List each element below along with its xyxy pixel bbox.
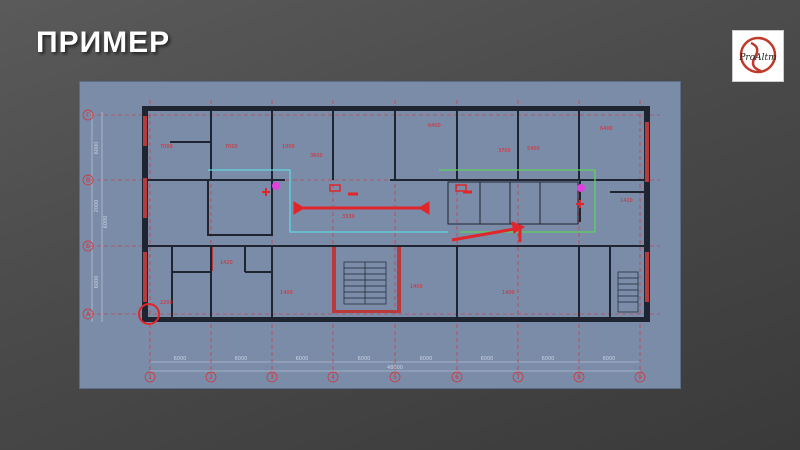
floor-plan: 7000 7000 1000 3600 6400 3700 5400 6400 …: [80, 82, 680, 388]
room-label: 1400: [280, 290, 293, 296]
dim-label: 6000: [420, 356, 433, 362]
dim-label: 6000: [296, 356, 309, 362]
room-label: 2200: [160, 300, 173, 306]
evacuation-arrows: [262, 184, 584, 242]
room-label: 5400: [527, 146, 540, 152]
axis-labels-columns: 1 2 3 4 5 6 7 8 9: [144, 371, 646, 383]
axis-label: А: [86, 311, 91, 318]
room-labels: 7000 7000 1000 3600 6400 3700 5400 6400 …: [160, 123, 633, 306]
dimension-texts: 6000 6000 6000 6000 6000 6000 6000 6000 …: [174, 356, 616, 371]
axis-label: В: [86, 177, 90, 184]
axis-label: 9: [638, 374, 642, 381]
sanitary-block: [447, 181, 579, 225]
stairs-center: [343, 261, 387, 305]
slide-title: ПРИМЕР: [36, 26, 171, 59]
dim-total: 48000: [387, 365, 403, 371]
axis-labels-rows: Г В Б А: [82, 109, 94, 320]
room-label: 6400: [428, 123, 441, 129]
axis-grid-rows: [90, 114, 660, 315]
room-label: 6400: [600, 126, 613, 132]
dimension-texts-left: 6000 2000 6000 6000: [94, 142, 109, 289]
axis-label: 8: [577, 374, 581, 381]
green-route: [439, 169, 596, 233]
dim-label: 6000: [235, 356, 248, 362]
axis-label: 2: [209, 374, 213, 381]
cyan-route: [208, 169, 448, 233]
room-label: 7000: [225, 144, 238, 150]
dim-label: 2000: [94, 200, 100, 213]
dim-label: 6000: [94, 276, 100, 289]
dim-label: 6000: [542, 356, 555, 362]
room-label: 1000: [282, 144, 295, 150]
room-label: 1420: [620, 198, 633, 204]
axis-label: 1: [148, 374, 152, 381]
svg-text:ProAltm: ProAltm: [738, 53, 776, 63]
dim-label: 6000: [358, 356, 371, 362]
fire-points: [272, 182, 585, 192]
axis-label: 5: [393, 374, 397, 381]
room-label: 1420: [220, 260, 233, 266]
dim-label: 6000: [94, 142, 100, 155]
inner-walls: [148, 111, 644, 317]
dim-label: 6000: [481, 356, 494, 362]
highlight-circle: [138, 303, 160, 325]
room-label: 1400: [410, 284, 423, 290]
axis-label: Б: [86, 243, 90, 250]
dim-label: 6000: [103, 216, 109, 229]
axis-label: 3: [270, 374, 274, 381]
floor-plan-drawing: 7000 7000 1000 3600 6400 3700 5400 6400 …: [82, 100, 660, 383]
brand-logo: ProAltm: [732, 30, 784, 82]
axis-label: 6: [455, 374, 459, 381]
dim-label: 6000: [603, 356, 616, 362]
room-label: 1400: [502, 290, 515, 296]
axis-label: 4: [331, 374, 335, 381]
room-label: 3330: [342, 214, 355, 220]
axis-label: 7: [516, 374, 520, 381]
room-label: 3700: [498, 148, 511, 154]
brand-logo-icon: ProAltm: [738, 36, 777, 74]
dim-label: 6000: [174, 356, 187, 362]
room-label: 3600: [310, 153, 323, 159]
room-label: 7000: [160, 144, 173, 150]
dimension-lines: [91, 112, 640, 372]
axis-label: Г: [86, 112, 90, 119]
stairs-right: [617, 271, 639, 313]
